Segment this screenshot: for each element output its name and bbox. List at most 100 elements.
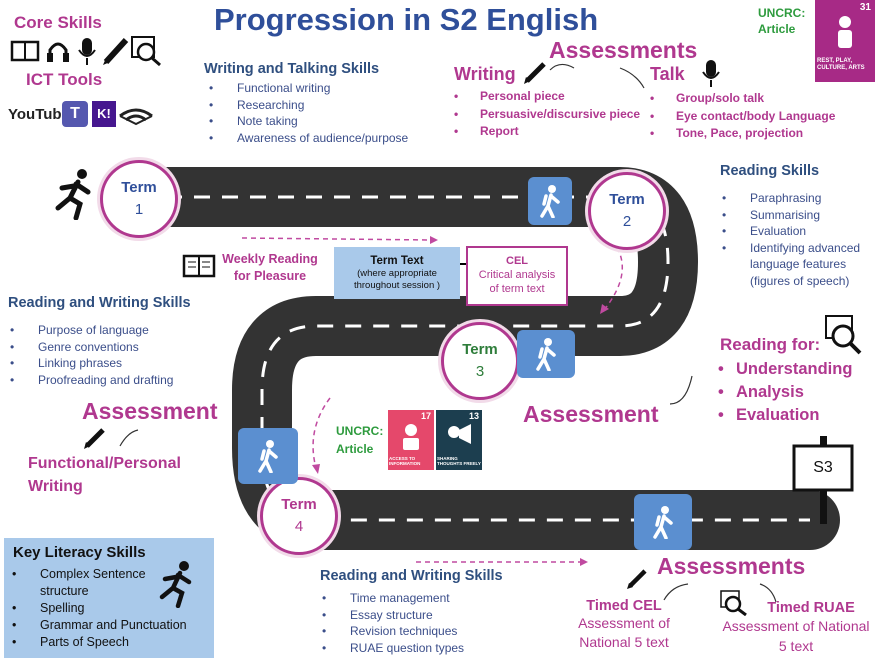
term-label: Term [281,496,317,513]
curly-arrow [669,375,693,405]
uncrc-mid-sublabel: Article [336,442,374,456]
curly-arrow [663,583,689,601]
list-item: Linking phrases [10,355,210,372]
list-item: Paraphrasing [722,190,872,207]
youtube-logo: YouTube [8,101,70,127]
book-icon [182,254,216,278]
term-number: 1 [134,201,144,218]
timed-cel-line2: National 5 text [579,634,669,650]
writing-assessment-list: Personal piece Persuasive/discursive pie… [454,88,664,141]
key-literacy-list: Complex Sentence structure Spelling Gram… [12,566,212,651]
assessment-left-line2: Writing [28,478,83,495]
curly-arrow [759,583,777,603]
pencil-icon [627,569,647,589]
curly-arrow [619,67,645,89]
list-item: Group/solo talk [650,90,870,108]
list-item: RUAE question types [322,640,522,657]
functional-personal-writing: Functional/Personal Writing [28,452,181,498]
timed-cel-heading: Timed CEL [586,598,662,614]
uncrc-top-label: UNCRC: [758,6,806,20]
uncrc-top-sublabel: Article [758,22,796,36]
s3-sign-board [792,444,854,492]
term-2-marker: Term 2 [588,172,666,250]
ict-tools-heading: ICT Tools [26,70,103,89]
cel-heading: CEL [506,255,528,267]
uncrc-article-17-badge: 17 ACCESS TO INFORMATION [388,410,434,470]
dashed-arrow-3 [312,397,331,469]
list-item: Proofreading and drafting [10,372,210,389]
list-item: Genre conventions [10,339,210,356]
list-item: Complex Sentence structure [12,566,158,600]
weekly-reading-label: Weekly Reading for Pleasure [220,251,320,285]
pencil-icon [524,62,546,84]
weekly-reading-line1: Weekly Reading [222,252,318,266]
uncrc-article-31-badge: 31 REST, PLAY, CULTURE, ARTS [815,0,875,82]
assessment-mid-right-heading: Assessment [523,401,659,427]
reading-for-list: •Understanding •Analysis •Evaluation [718,358,878,427]
list-item: Awareness of audience/purpose [209,130,439,147]
timed-ruae-line2: 5 text [778,638,814,654]
teams-icon: T [62,101,88,127]
list-item: Grammar and Punctuation [12,617,212,634]
badge-number: 17 [420,411,431,421]
list-item: Persuasive/discursive piece [454,106,664,124]
headphones-icon [47,42,69,62]
core-skills-heading: Core Skills [14,13,102,32]
list-item: Revision techniques [322,623,522,640]
timed-cel-block: Timed CEL Assessment of National 5 text [560,598,688,652]
page-title: Progression in S2 English [214,2,599,37]
reading-writing-left-heading: Reading and Writing Skills [8,295,191,311]
term-text-line2: throughout session ) [353,280,441,291]
reading-skills-heading: Reading Skills [720,163,820,179]
list-item: Report [454,123,664,141]
term-text-line1: (where appropriate [357,268,437,279]
kahoot-text: K! [97,106,111,121]
list-item: Functional writing [209,80,439,97]
term-3-marker: Term 3 [441,322,519,400]
list-item: Researching [209,97,439,114]
reading-writing-bottom-heading: Reading and Writing Skills [320,568,503,584]
reading-skills-list: Paraphrasing Summarising Evaluation Iden… [722,190,872,289]
timed-ruae-line1: Assessment of National [722,618,870,634]
list-item: Summarising [722,207,872,224]
cel-line1: Critical analysis [478,269,556,281]
term-label: Term [609,191,645,208]
runner-icon [55,169,91,220]
badge-text: REST, PLAY, CULTURE, ARTS [817,58,865,71]
term-text-box: Term Text (where appropriate throughout … [334,247,460,299]
audible-icon [119,108,153,126]
hiker-icon [517,330,575,378]
badge-text: ACCESS TO INFORMATION [389,456,421,466]
dancing-figure-icon [838,16,852,48]
term-1-marker: Term 1 [100,160,178,238]
megaphone-icon [448,424,471,444]
list-item: Parts of Speech [12,634,212,651]
list-item: Tone, Pace, projection [650,125,870,143]
uncrc-article-13-badge: 13 SHARING THOUGHTS FREELY [436,410,482,470]
term-number: 3 [475,363,485,380]
kahoot-icon: K! [92,101,116,127]
list-item: Identifying advanced language features (… [722,240,872,290]
s3-sign-label: S3 [813,459,833,476]
writing-heading: Writing [454,64,516,84]
list-item: Purpose of language [10,322,210,339]
uncrc-mid-label: UNCRC: [336,424,384,438]
list-item: Eye contact/body Language [650,108,870,126]
term-number: 4 [294,518,304,535]
writing-talking-heading: Writing and Talking Skills [204,61,380,77]
list-item: •Evaluation [718,406,820,424]
arrowhead [430,236,438,244]
talk-assessment-list: Group/solo talk Eye contact/body Languag… [650,90,870,143]
assessments-top-heading: Assessments [549,37,698,63]
curly-arrow [549,63,575,71]
hiker-icon [634,494,692,550]
reading-child-icon [403,424,419,450]
list-item: Evaluation [722,223,872,240]
list-item: Personal piece [454,88,664,106]
weekly-reading-line2: for Pleasure [233,269,307,283]
hiker-icon [528,177,572,225]
term-text-heading: Term Text [370,255,424,267]
youtube-logo-text: YouTube [8,105,70,123]
reading-writing-bottom-list: Time management Essay structure Revision… [322,590,522,656]
dashed-arrow-2 [603,239,623,311]
